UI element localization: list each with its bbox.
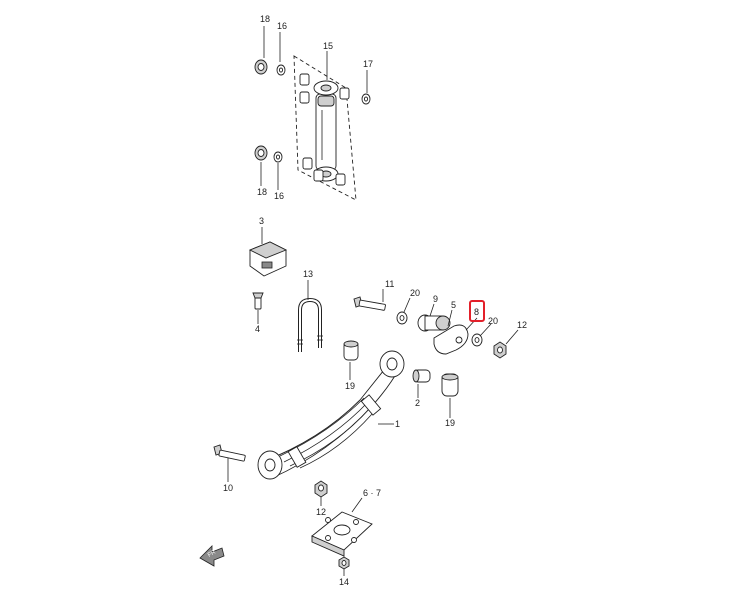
callout-8-highlight (469, 300, 485, 322)
callout-5[interactable]: 5 (451, 300, 456, 310)
nut-18-upper[interactable] (254, 59, 268, 75)
bolt-10[interactable] (213, 444, 246, 462)
washer-20-left[interactable] (396, 311, 408, 325)
nut-12-lower[interactable] (314, 480, 328, 498)
spring-seat-plate[interactable] (311, 511, 373, 557)
callout-17[interactable]: 17 (363, 59, 373, 69)
callout-11[interactable]: 11 (385, 279, 394, 289)
callout-15[interactable]: 15 (323, 41, 333, 51)
callout-16-upper[interactable]: 16 (277, 21, 287, 31)
callout-20-left[interactable]: 20 (410, 288, 420, 298)
shackle-pin-9[interactable] (417, 314, 451, 332)
callout-8[interactable]: 8 (474, 307, 479, 317)
shock-bushings (299, 73, 350, 186)
nut-18-lower[interactable] (254, 145, 268, 161)
callout-1[interactable]: 1 (395, 419, 400, 429)
bushing-19-left[interactable] (343, 340, 359, 361)
callout-12-lower[interactable]: 12 (316, 507, 326, 517)
leaf-spring[interactable] (257, 350, 405, 480)
callout-labels: 18 16 15 17 18 16 3 4 13 11 20 9 5 8 20 … (223, 14, 527, 587)
leader-lines (227, 26, 519, 576)
shackle-plate-5[interactable] (433, 324, 469, 355)
callout-2[interactable]: 2 (415, 398, 420, 408)
callout-19-right[interactable]: 19 (445, 418, 455, 428)
washer-16-upper[interactable] (276, 64, 286, 76)
callout-3[interactable]: 3 (259, 216, 264, 226)
bushing-19-right[interactable] (441, 373, 459, 397)
washer-17[interactable] (361, 93, 371, 105)
washer-16-lower[interactable] (273, 151, 283, 163)
nut-12-right[interactable] (493, 341, 507, 359)
callout-10[interactable]: 10 (223, 483, 233, 493)
shock-absorber-group (254, 55, 371, 201)
bushing-2[interactable] (412, 369, 431, 383)
callout-20-right[interactable]: 20 (488, 316, 498, 326)
callout-12-right[interactable]: 12 (517, 320, 527, 330)
shock-absorber[interactable] (313, 80, 339, 182)
front-arrow-label: FR (207, 549, 218, 559)
front-arrow-icon: FR (199, 545, 225, 567)
callout-4[interactable]: 4 (255, 324, 260, 334)
u-bolt[interactable] (297, 297, 323, 352)
bump-stopper[interactable] (248, 241, 288, 277)
callout-14[interactable]: 14 (339, 577, 349, 587)
callout-18-upper[interactable]: 18 (260, 14, 270, 24)
nut-14[interactable] (338, 556, 350, 570)
bolt-11[interactable] (353, 296, 386, 311)
washer-20-right[interactable] (471, 333, 483, 347)
callout-6-7[interactable]: 6 · 7 (363, 488, 381, 498)
shock-dashed-box (293, 55, 357, 201)
bolt-4[interactable] (252, 292, 264, 310)
callout-9[interactable]: 9 (433, 294, 438, 304)
callout-19-left[interactable]: 19 (345, 381, 355, 391)
callout-16-lower[interactable]: 16 (274, 191, 284, 201)
callout-18-lower[interactable]: 18 (257, 187, 267, 197)
callout-13[interactable]: 13 (303, 269, 313, 279)
